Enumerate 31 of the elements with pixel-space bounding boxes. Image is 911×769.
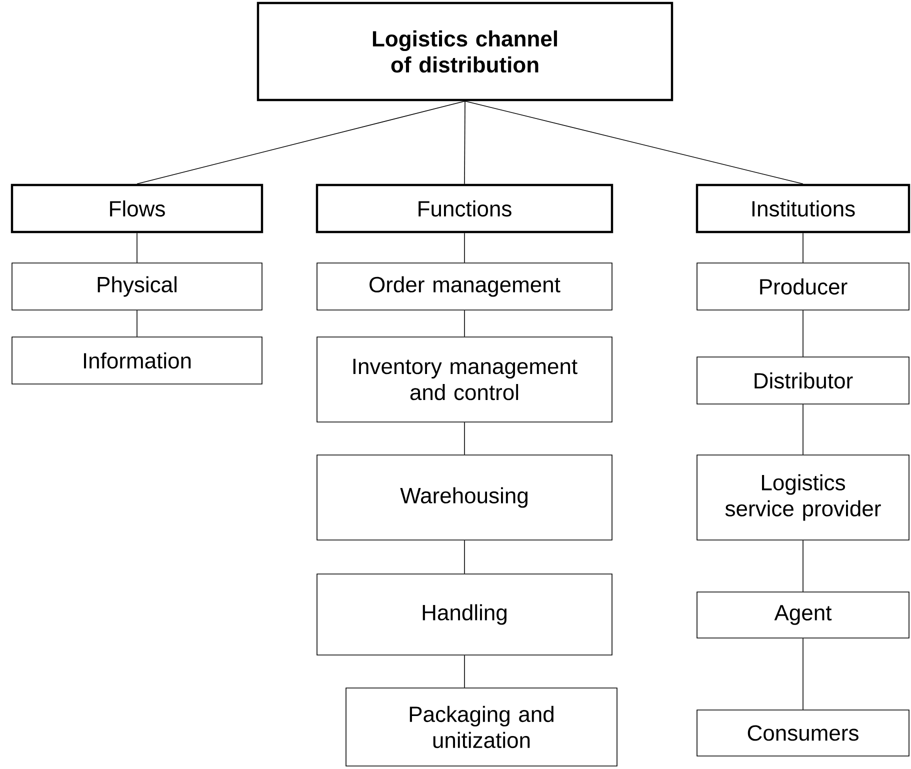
connector-line bbox=[802, 310, 804, 357]
connector-line bbox=[464, 310, 465, 337]
item-box: Agent bbox=[696, 592, 910, 638]
category-box: Functions bbox=[316, 184, 614, 234]
item-box: Producer bbox=[696, 262, 910, 310]
connector-line bbox=[802, 232, 804, 263]
connector-line bbox=[136, 100, 466, 184]
item-box: Inventory management and control bbox=[316, 336, 612, 422]
item-box: Physical bbox=[12, 262, 262, 310]
item-box: Order management bbox=[316, 262, 612, 310]
item-box: Information bbox=[12, 336, 262, 384]
category-box: Flows bbox=[10, 184, 264, 234]
category-box: Institutions bbox=[696, 184, 910, 234]
item-box: Warehousing bbox=[316, 454, 612, 540]
connector-line bbox=[464, 422, 465, 455]
connector-line bbox=[464, 232, 465, 263]
connector-line bbox=[802, 540, 804, 592]
item-box: Logistics service provider bbox=[696, 454, 910, 540]
title-box: Logistics channel of distribution bbox=[256, 2, 674, 102]
connector-line bbox=[464, 540, 465, 574]
connector-line bbox=[802, 404, 804, 455]
item-box: Consumers bbox=[696, 710, 910, 756]
item-box: Packaging and unitization bbox=[346, 688, 618, 766]
item-box: Distributor bbox=[696, 356, 910, 404]
connector-line bbox=[136, 232, 138, 263]
item-box: Handling bbox=[316, 574, 612, 656]
connector-line bbox=[464, 100, 804, 184]
connector-line bbox=[802, 638, 804, 710]
connector-line bbox=[136, 310, 138, 337]
connector-line bbox=[464, 655, 465, 688]
connector-line bbox=[464, 100, 466, 184]
